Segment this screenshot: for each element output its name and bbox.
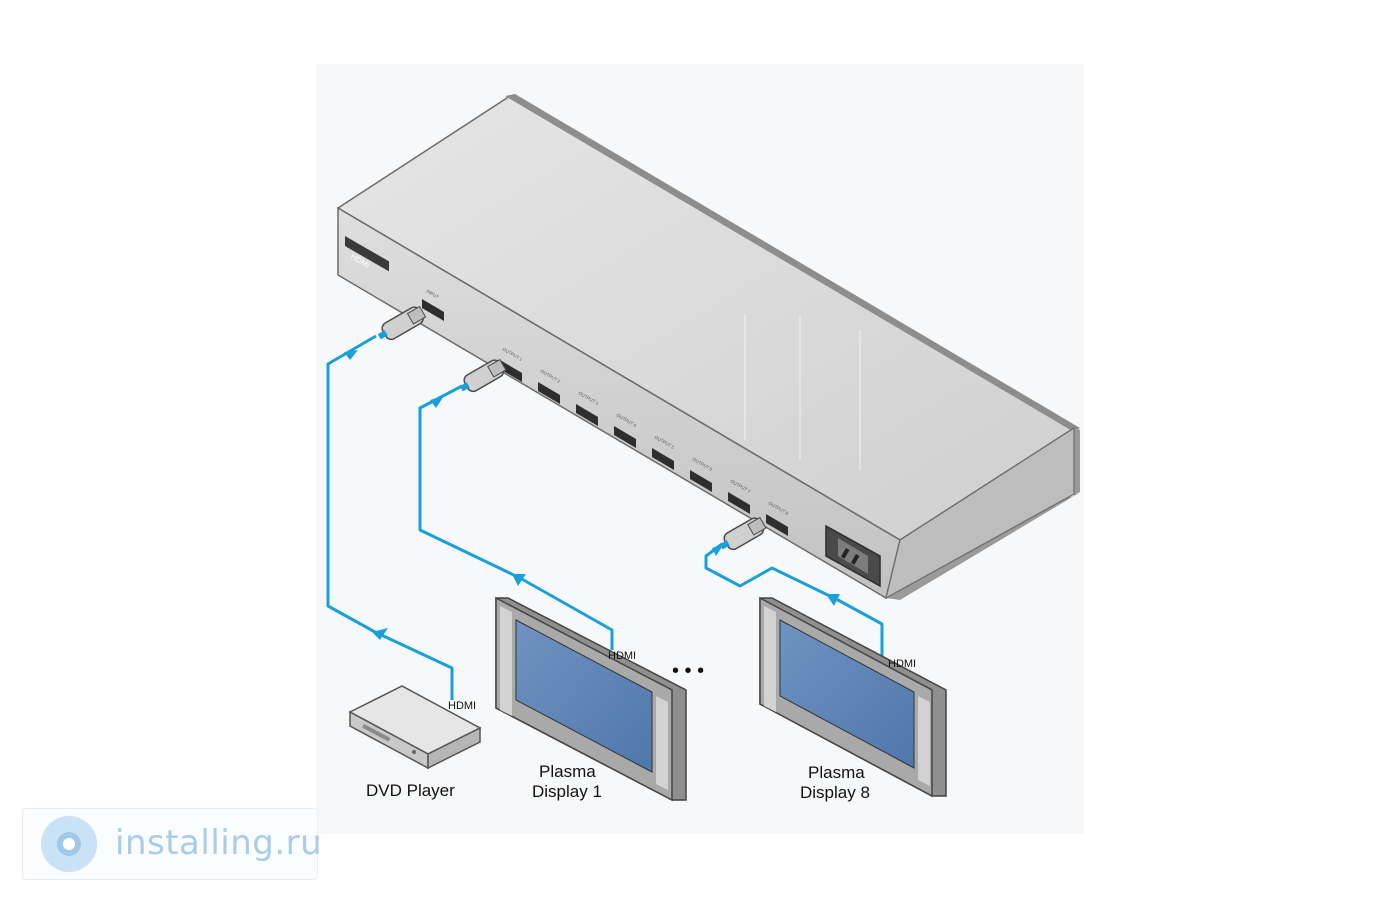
dvd-player (348, 685, 482, 770)
dvd-player-label: DVD Player (366, 781, 455, 800)
ellipsis: • • • (672, 660, 704, 682)
display1-screen (515, 619, 653, 773)
hdmi-port-socket (538, 382, 560, 404)
display8-label-line1: Plasma (808, 763, 865, 782)
display1-cable-label: HDMI (608, 650, 636, 662)
cable-output8-to-display8 (704, 542, 884, 658)
display8-screen (779, 619, 915, 769)
hdmi-port-socket (728, 492, 750, 514)
hdmi-port-socket (690, 470, 712, 492)
display8-label-line2: Display 8 (800, 783, 870, 802)
arrow-output1-cable-top (430, 396, 444, 408)
dvd-cable-label: HDMI (448, 700, 476, 712)
watermark: installing.ru (22, 808, 322, 880)
arrow-output1-cable (512, 574, 526, 586)
hdmi-port-socket (614, 426, 636, 448)
distributor-right-side (885, 426, 1075, 600)
arrow-dvd-cable-up-1 (372, 628, 388, 640)
display8-cable-label: HDMI (888, 658, 916, 670)
input-port: INPUT (422, 289, 444, 321)
cable-output1-to-display1 (418, 384, 614, 650)
arrow-dvd-cable-up-2 (344, 350, 358, 360)
input-port-label: INPUT (426, 289, 440, 300)
display1-label-line2: Display 1 (532, 782, 602, 801)
display1-label-line1: Plasma (539, 762, 596, 781)
arrow-output8-cable-top (712, 544, 724, 556)
cables (326, 334, 884, 700)
watermark-text: installing.ru (115, 823, 323, 863)
plug-output8 (719, 516, 767, 551)
arrow-output8-cable (826, 594, 840, 606)
watermark-logo-icon (41, 816, 97, 872)
hdmi-port-socket (500, 360, 522, 382)
flow-arrows (344, 350, 840, 640)
cable-dvd-to-input (326, 334, 454, 700)
hdmi-port-socket (652, 448, 674, 470)
hdmi-port-socket (576, 404, 598, 426)
distributor-rear-lip (505, 94, 1080, 432)
hdmi-port-socket (766, 514, 788, 536)
plasma-display-1 (495, 596, 687, 802)
plug-input (377, 305, 427, 341)
hdmi-plugs (377, 305, 767, 551)
power-inlet (825, 524, 881, 588)
hdmi-logo (345, 236, 389, 272)
plug-output1 (459, 358, 507, 393)
plasma-display-8 (759, 596, 947, 798)
